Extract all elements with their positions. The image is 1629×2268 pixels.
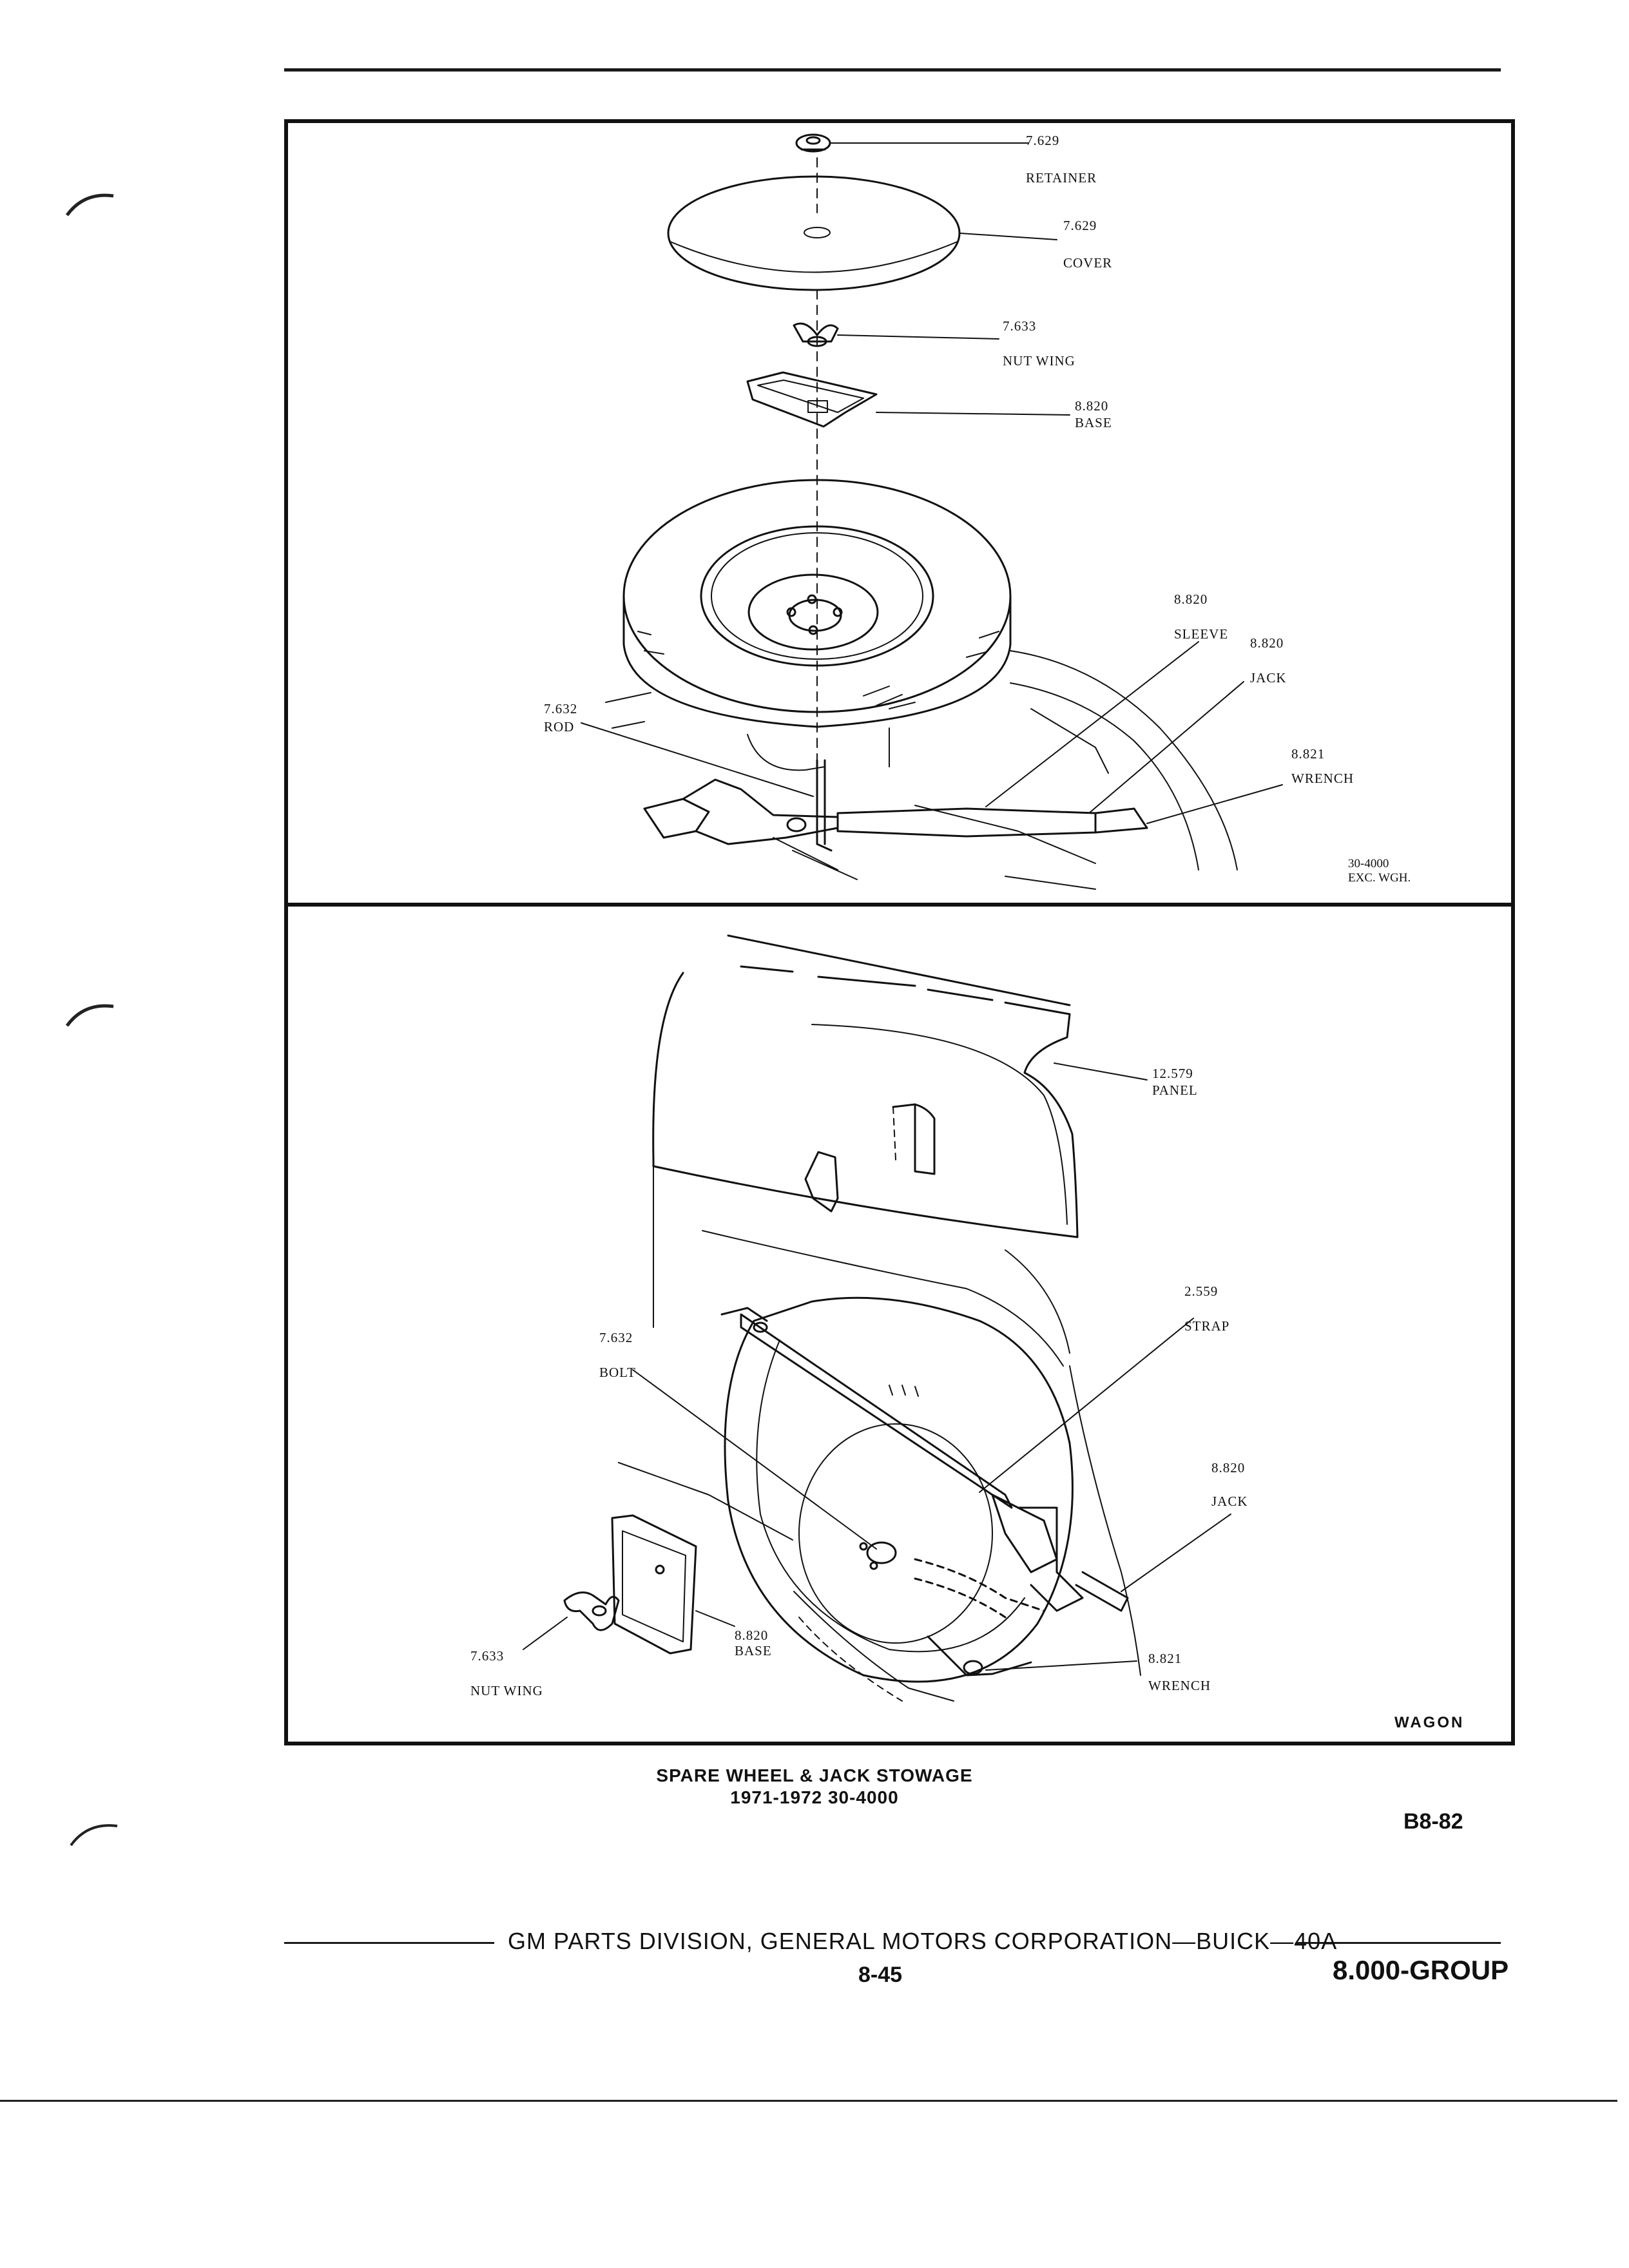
model-note-line-2: EXC. WGH.: [1348, 871, 1411, 885]
upper-leader-lines: [581, 142, 1283, 824]
nut-wing-lower-part-name: NUT WING: [470, 1683, 543, 1698]
figure-caption-title: SPARE WHEEL & JACK STOWAGE: [656, 1765, 973, 1785]
base-part-name: BASE: [1075, 415, 1112, 430]
nut-wing-part: [793, 322, 839, 347]
base-lower-part-name: BASE: [735, 1643, 772, 1658]
floor-pan-lines: [605, 650, 1238, 890]
jack-lower-part-number: 8.820: [1211, 1460, 1246, 1475]
page-code: B8-82: [1403, 1809, 1463, 1834]
lower-leader-lines: [523, 1062, 1231, 1671]
retainer-part-name: RETAINER: [1026, 170, 1097, 186]
bottom-scan-line: [0, 2100, 1617, 2102]
jack-part-name: JACK: [1250, 670, 1287, 686]
wrench-lower-part-name: WRENCH: [1148, 1678, 1211, 1693]
loose-base-plate: [611, 1514, 697, 1655]
footer-publisher: GM PARTS DIVISION, GENERAL MOTORS CORPOR…: [508, 1928, 1338, 1954]
jack-lower-part-name: JACK: [1211, 1494, 1248, 1509]
loose-nut-wing: [563, 1591, 620, 1631]
wagon-floor-lines: [618, 1166, 1141, 1702]
base-lower-part-number: 8.820: [735, 1628, 769, 1643]
jack-assembly: [643, 759, 1148, 852]
upper-spare-wheel-illustration: [581, 133, 1283, 890]
base-part: [746, 371, 878, 428]
footer-page-number: 8-45: [858, 1963, 903, 1987]
panel-part-name: PANEL: [1152, 1082, 1198, 1098]
footer-rule-right: [1296, 1942, 1501, 1944]
stowed-jack: [914, 1494, 1129, 1619]
retainer-part: [795, 133, 831, 153]
binder-hole-mark: [65, 1004, 114, 1027]
panel-part-number: 12.579: [1152, 1066, 1193, 1081]
cover-part-name: COVER: [1063, 255, 1113, 271]
wrench-lower-part-number: 8.821: [1148, 1651, 1182, 1666]
model-note-line-1: 30-4000: [1348, 857, 1389, 870]
nut-wing-part-number: 7.633: [1003, 318, 1037, 334]
wrench-part-name: WRENCH: [1291, 771, 1354, 786]
nut-wing-lower-part-number: 7.633: [470, 1648, 505, 1664]
bolt-part-name: BOLT: [599, 1365, 636, 1380]
bolt-part-number: 7.632: [599, 1330, 633, 1345]
quarter-panel: [652, 934, 1079, 1238]
jack-part-number: 8.820: [1250, 635, 1284, 651]
binder-hole-mark: [70, 1824, 118, 1847]
figure-frame: [284, 119, 1515, 1745]
binder-hole-mark: [65, 193, 114, 216]
rod-part-name: ROD: [544, 719, 575, 735]
sleeve-part-name: SLEEVE: [1174, 626, 1229, 642]
strap-part-name: STRAP: [1184, 1318, 1230, 1334]
wagon-variant-label: WAGON: [1394, 1714, 1465, 1731]
sleeve-part-number: 8.820: [1174, 591, 1208, 607]
base-part-number: 8.820: [1075, 398, 1109, 414]
figure-divider: [284, 903, 1515, 907]
top-rule: [284, 68, 1501, 72]
wrench-part-number: 8.821: [1291, 746, 1325, 762]
cover-part: [667, 175, 961, 291]
footer-group-label: 8.000-GROUP: [1333, 1955, 1509, 1985]
cover-part-number: 7.629: [1063, 218, 1097, 233]
rod-part-number: 7.632: [544, 701, 578, 716]
retainer-part-number: 7.629: [1026, 133, 1060, 148]
nut-wing-part-name: NUT WING: [1003, 353, 1075, 369]
strap-bar: [720, 1307, 1013, 1509]
footer-rule-left: [284, 1942, 494, 1944]
strap-part-number: 2.559: [1184, 1283, 1219, 1299]
stowed-spare-tire: [724, 1296, 1074, 1683]
lower-wagon-stowage-illustration: [523, 934, 1231, 1702]
spare-tire: [622, 479, 1012, 728]
figure-caption-subtitle: 1971-1972 30-4000: [730, 1787, 899, 1807]
